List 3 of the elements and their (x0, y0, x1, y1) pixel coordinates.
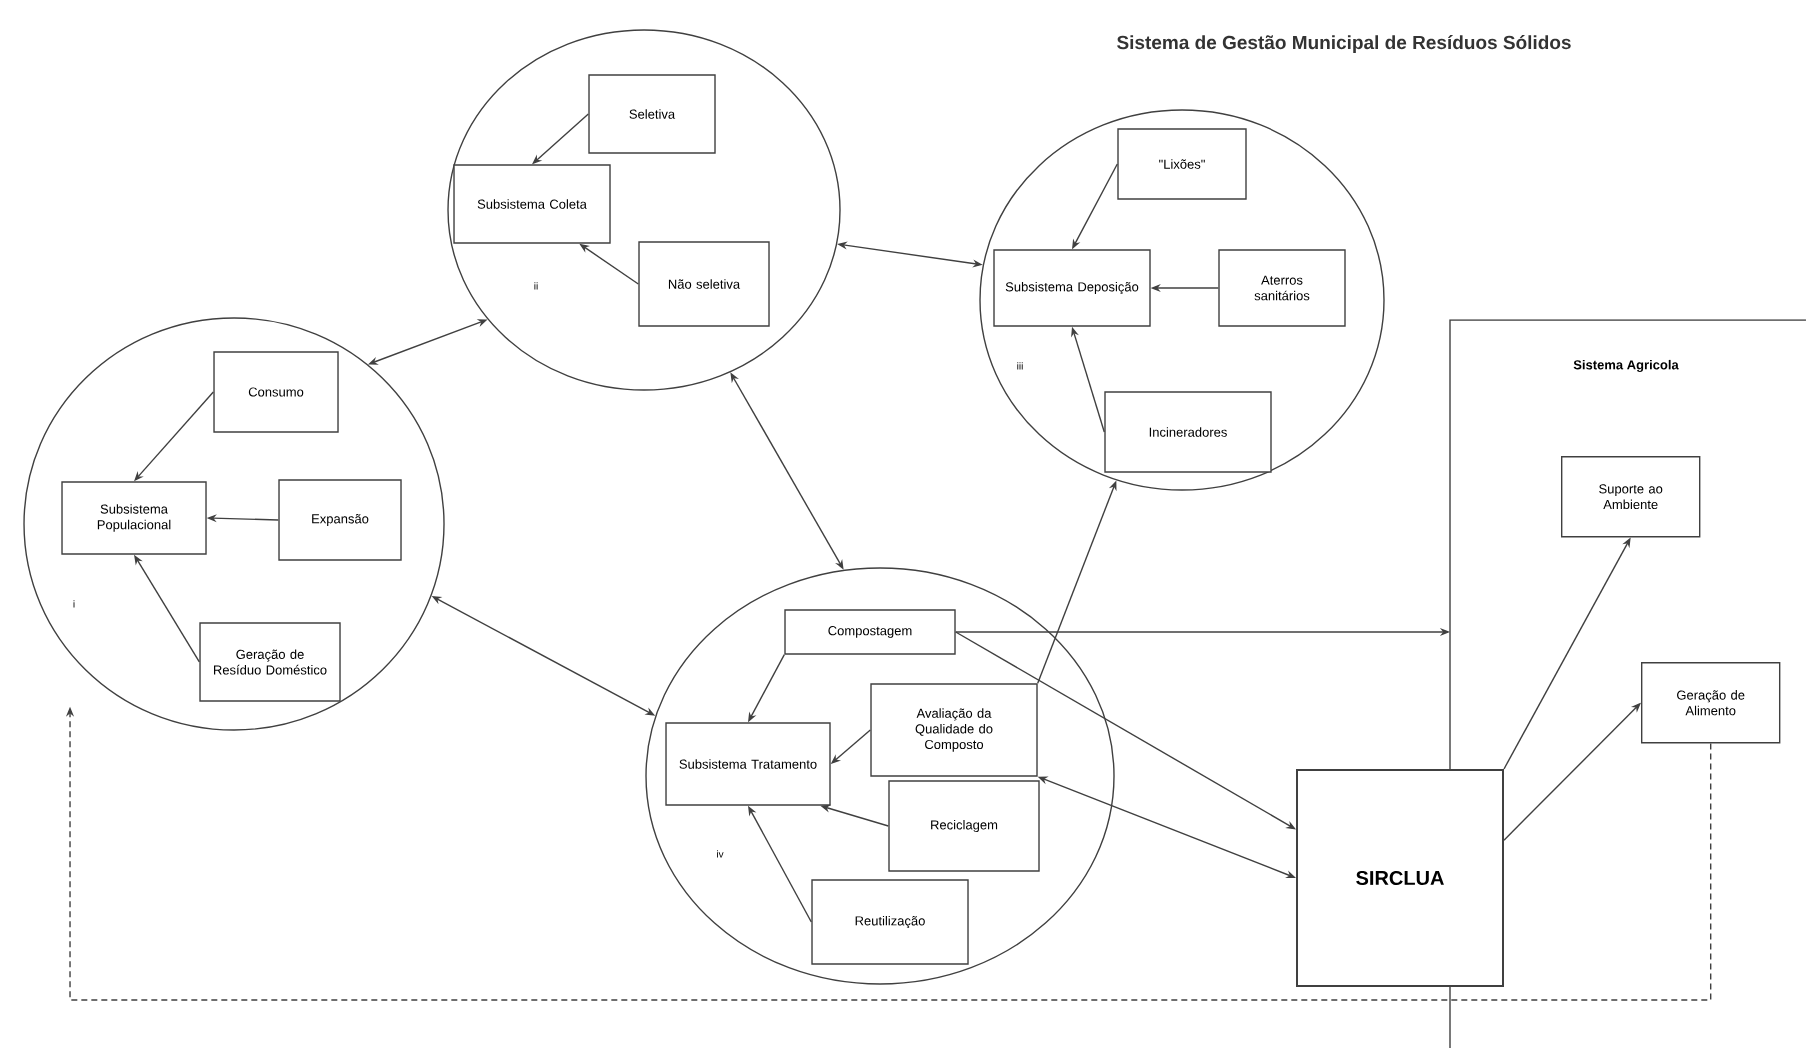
arrow (955, 631, 1296, 830)
title: Sistema de Gestão Municipal de Resíduos Sólidos (1117, 35, 1571, 53)
process-box: SIRCLUA (1296, 769, 1504, 987)
